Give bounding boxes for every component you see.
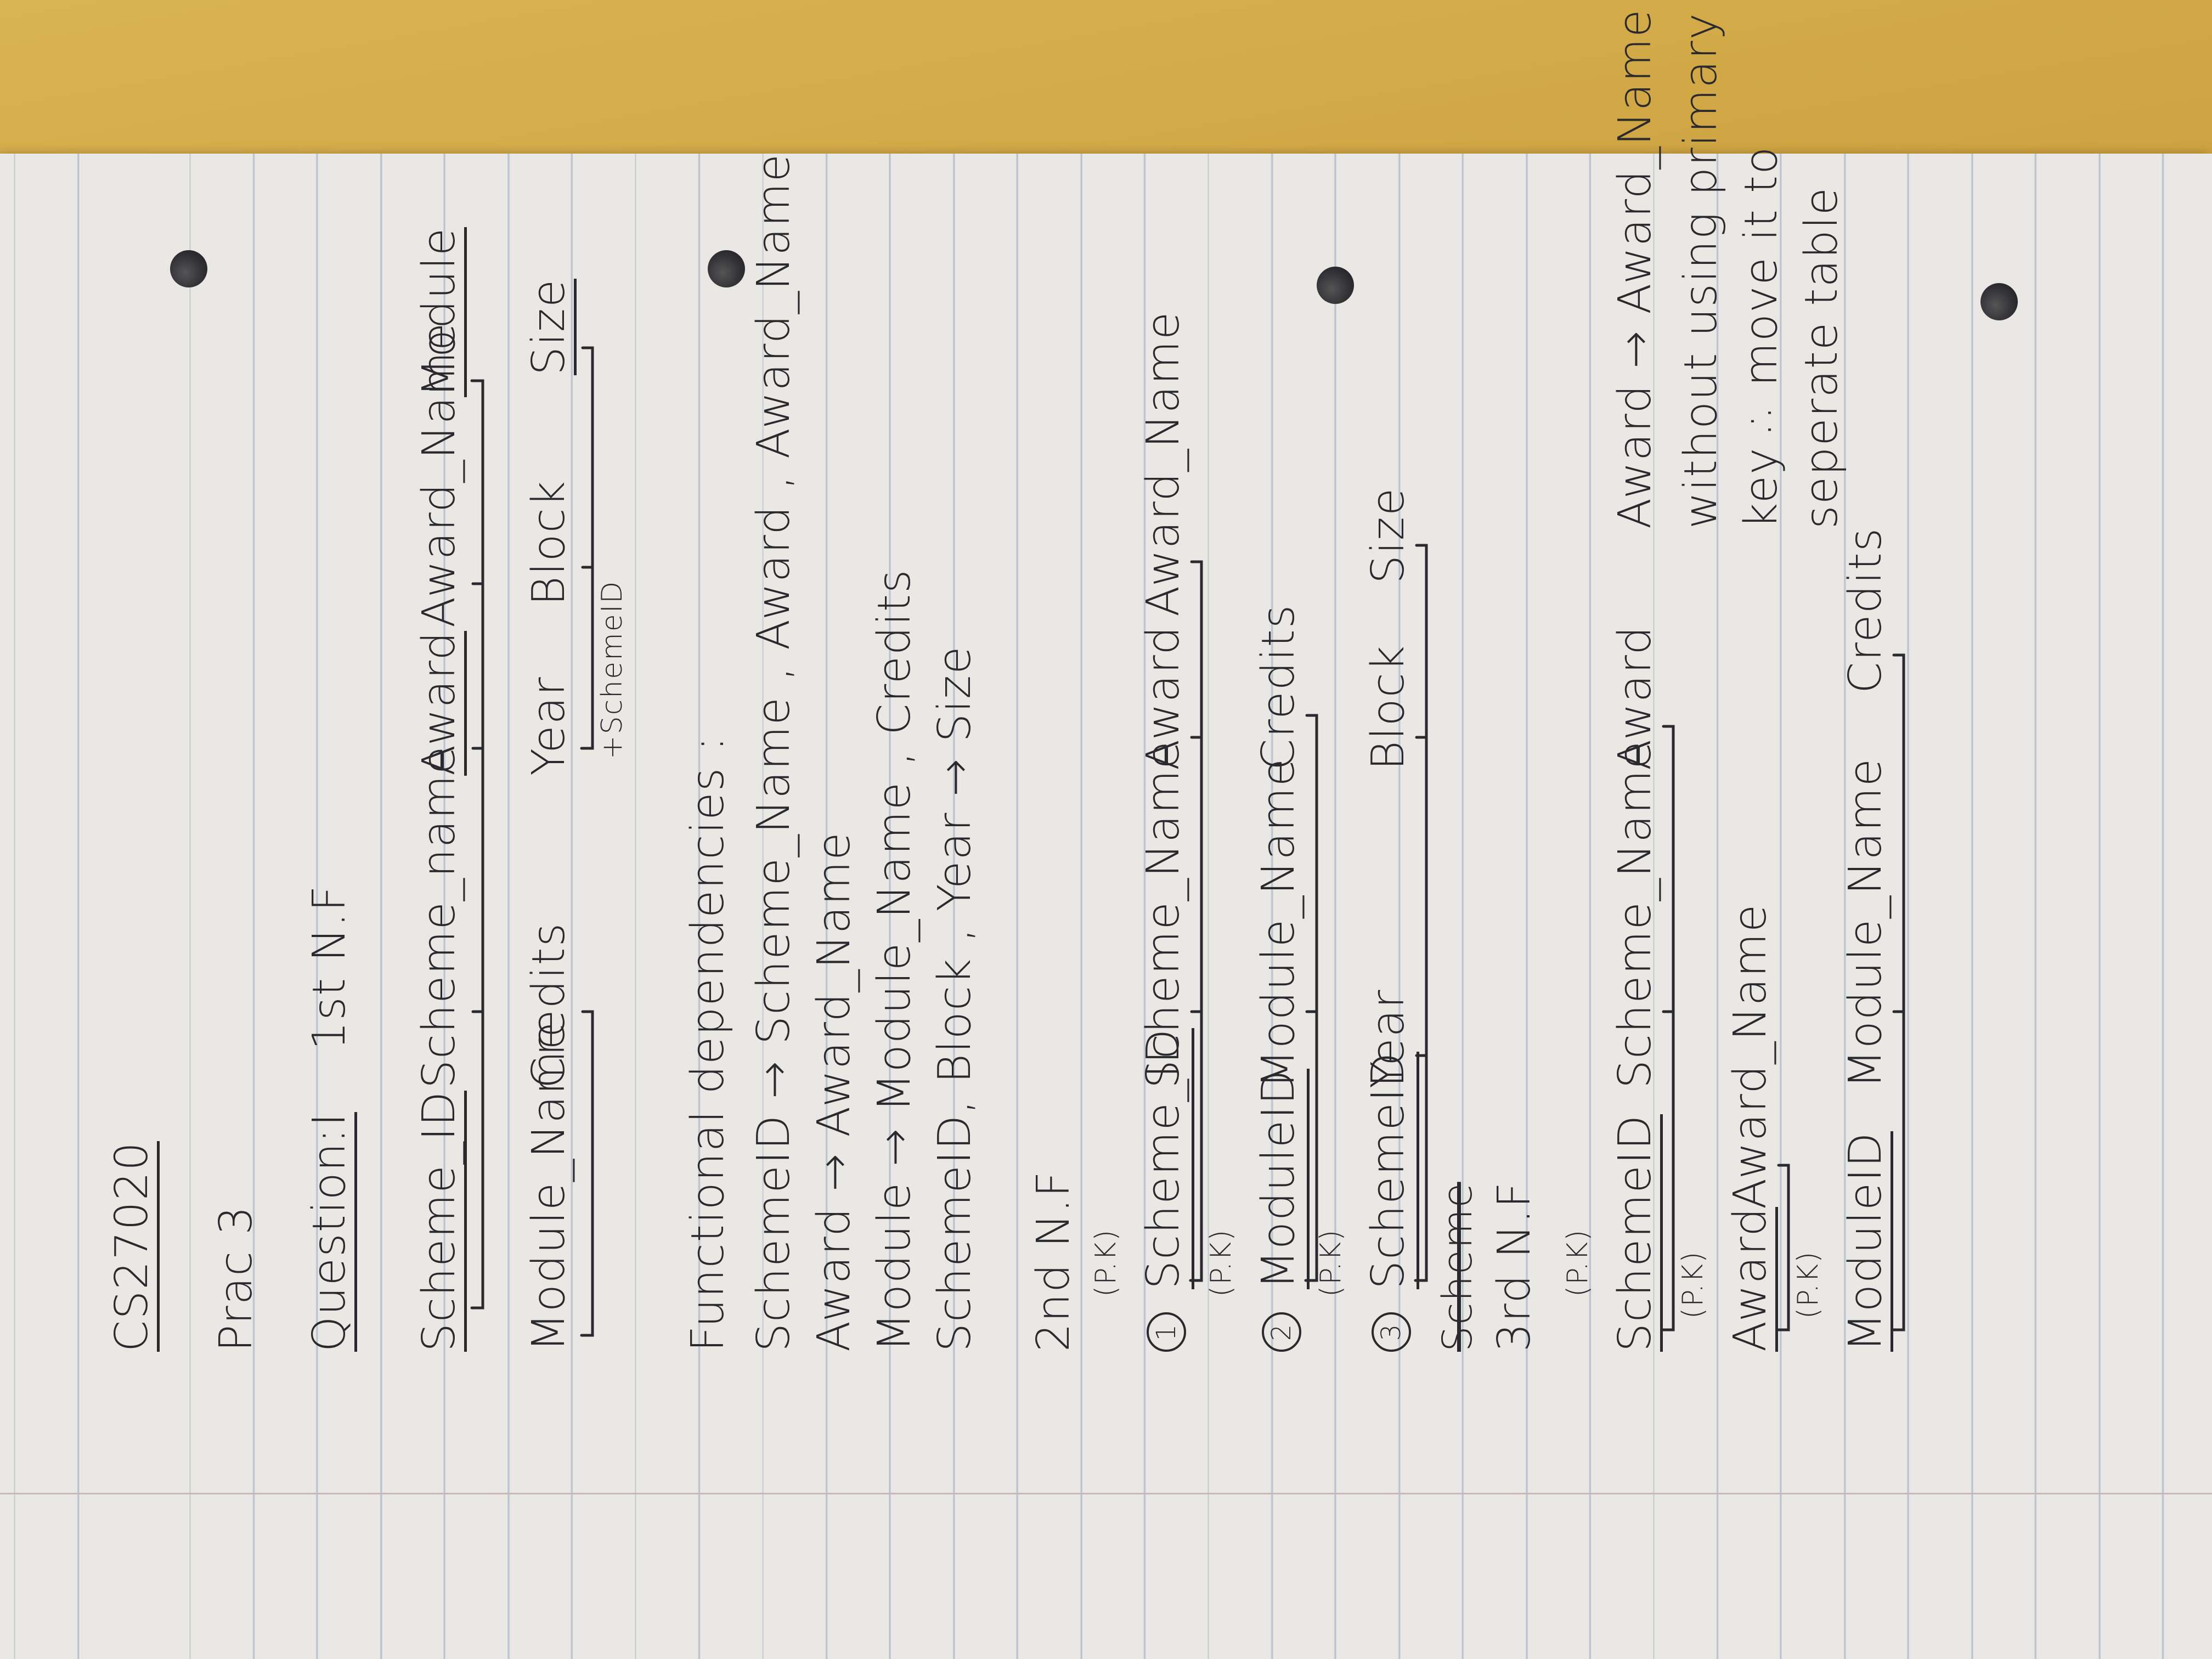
- arrow-line: [470, 379, 484, 1310]
- handwritten-page: CS27020 Prac 3 Question I : 1st N.F Sche…: [0, 8, 2212, 1659]
- arrow-line: [580, 1010, 594, 1337]
- arrow-line: [1414, 544, 1428, 1282]
- arrow-line: [1661, 725, 1675, 1331]
- arrow-line: [580, 346, 594, 750]
- dependency-arrows: [470, 346, 1905, 1337]
- arrow-line: [1891, 653, 1905, 1331]
- arrow-line: [1304, 714, 1318, 1282]
- arrow-line: [1189, 560, 1203, 1282]
- arrow-line: [1776, 1164, 1790, 1331]
- notebook-sheet: CS27020 Prac 3 Question I : 1st N.F Sche…: [0, 8, 2212, 1659]
